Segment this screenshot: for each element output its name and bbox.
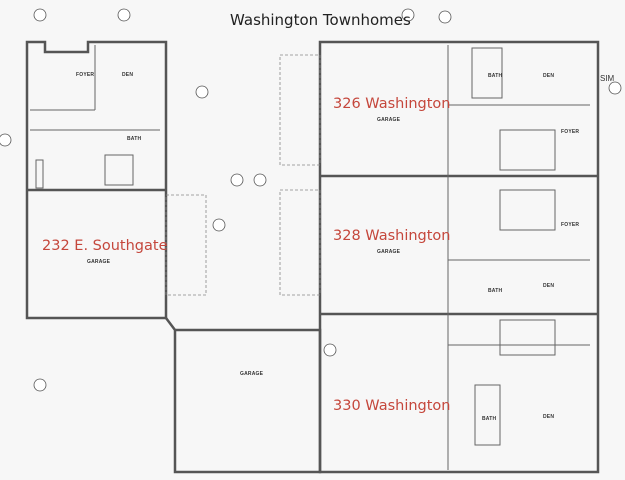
unit-label-232-southgate: 232 E. Southgate (42, 238, 168, 254)
room-label-garage: GARAGE (377, 117, 401, 123)
room-label-foyer: FOYER (76, 72, 95, 78)
room-label-bath: BATH (127, 136, 142, 142)
room-label-den: DEN (543, 283, 555, 289)
room-label-foyer: FOYER (561, 222, 580, 228)
plan-title: Washington Townhomes (230, 11, 411, 29)
room-label-bath: BATH (488, 73, 503, 79)
walls (25, 40, 600, 474)
room-label-garage: GARAGE (240, 371, 264, 377)
room-label-garage: GARAGE (87, 259, 111, 265)
unit-label-328-washington: 328 Washington (333, 228, 451, 244)
room-label-bath: BATH (488, 288, 503, 294)
unit-label-326-washington: 326 Washington (333, 96, 451, 112)
room-label-garage: GARAGE (377, 249, 401, 255)
unit-label-330-washington: 330 Washington (333, 398, 451, 414)
dashed-outlines (165, 54, 321, 296)
room-label-den: DEN (122, 72, 134, 78)
interior-walls (30, 45, 590, 470)
room-label-foyer: FOYER (561, 129, 580, 135)
room-label-den: DEN (543, 414, 555, 420)
room-label-bath: BATH (482, 416, 497, 422)
sim-label: SIM (600, 74, 615, 83)
room-label-den: DEN (543, 73, 555, 79)
section-markers (0, 8, 622, 392)
